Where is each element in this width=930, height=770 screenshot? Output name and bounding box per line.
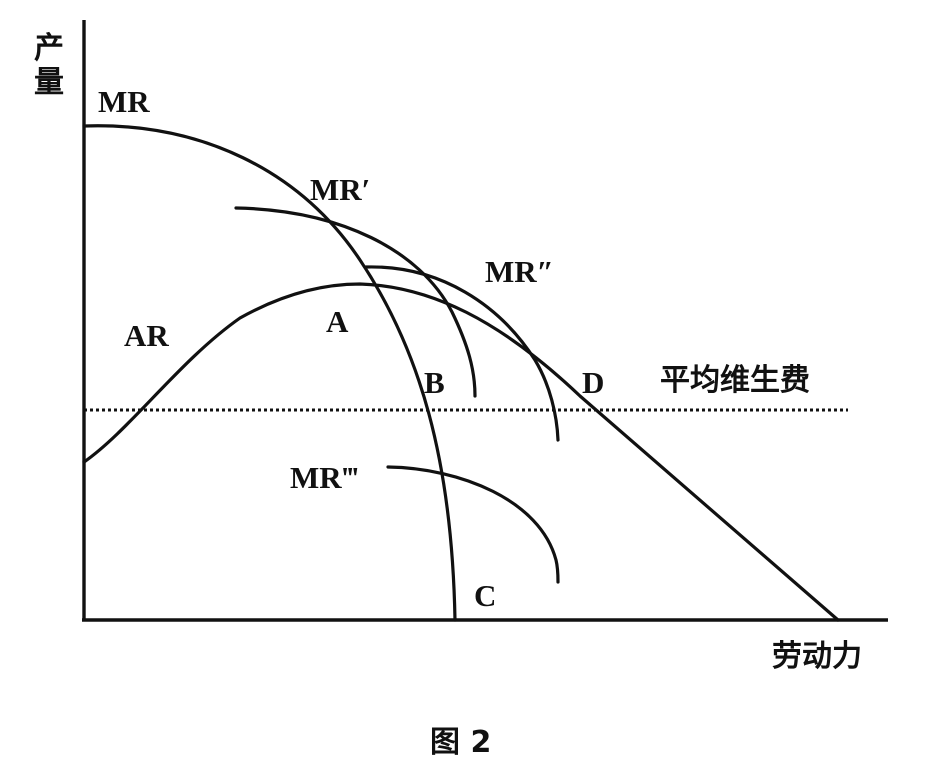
mr-prime-curve bbox=[234, 206, 477, 398]
y-axis-label-char-2: 量 bbox=[34, 65, 64, 100]
mr-curve bbox=[82, 124, 457, 622]
subsistence-line-label: 平均维生费 bbox=[660, 363, 810, 398]
mr-double-prime-label: MR″ bbox=[485, 254, 554, 289]
mr-prime-label: MR′ bbox=[310, 172, 370, 207]
mr-triple-prime-curve bbox=[386, 465, 560, 584]
point-d-label: D bbox=[582, 365, 604, 400]
mr-label: MR bbox=[98, 84, 150, 119]
ar-curve bbox=[82, 282, 840, 622]
point-b-label: B bbox=[424, 365, 445, 400]
point-a-label: A bbox=[326, 304, 349, 339]
y-axis-label-char-1: 产 bbox=[34, 31, 64, 66]
x-axis-label: 劳动力 bbox=[772, 639, 862, 674]
ar-label: AR bbox=[124, 318, 169, 353]
figure-caption: 图 2 bbox=[430, 725, 491, 760]
mr-triple-prime-label: MR‴ bbox=[290, 460, 359, 495]
point-c-label: C bbox=[474, 578, 496, 613]
mr-double-prime-curve bbox=[364, 265, 560, 442]
